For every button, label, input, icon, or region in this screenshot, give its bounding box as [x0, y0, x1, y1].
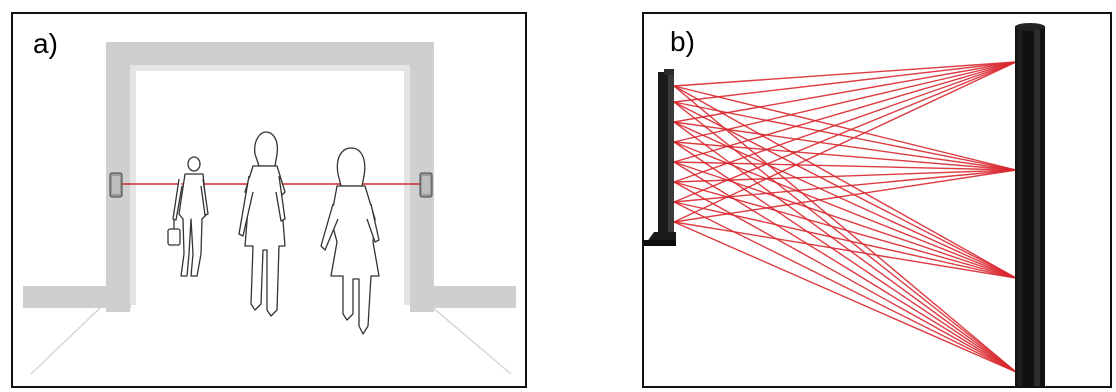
- light-beam: [673, 201, 1017, 279]
- light-beam: [673, 61, 1017, 87]
- walking-woman-coat-icon: [238, 131, 286, 317]
- side-wall-right: [421, 286, 516, 308]
- light-beam: [673, 61, 1017, 223]
- light-beam: [673, 61, 1017, 123]
- right-post-icon: [1015, 23, 1045, 386]
- doorway-illustration: [23, 42, 516, 375]
- light-beam: [673, 221, 1017, 373]
- left-post-icon: [644, 69, 676, 246]
- light-beam: [673, 101, 1017, 279]
- light-beams-group: [673, 61, 1017, 373]
- light-beam: [673, 121, 1017, 279]
- walking-woman-skirt-icon: [320, 147, 380, 335]
- light-beam: [673, 169, 1017, 183]
- light-beam: [673, 221, 1017, 279]
- light-beam: [673, 61, 1017, 143]
- panel-b: b): [642, 12, 1112, 388]
- light-beam: [673, 61, 1017, 163]
- light-beam: [673, 161, 1017, 279]
- light-beam: [673, 61, 1017, 103]
- crossing-beams-illustration: [644, 23, 1045, 386]
- panel-a-label: a): [33, 28, 58, 59]
- light-beam: [673, 169, 1017, 203]
- panel-a: a): [11, 12, 527, 388]
- light-beam: [673, 141, 1017, 279]
- light-beam: [673, 161, 1017, 171]
- light-beam: [673, 85, 1017, 373]
- light-beam: [673, 169, 1017, 223]
- panel-b-label: b): [670, 26, 695, 57]
- light-beam: [673, 85, 1017, 171]
- light-beam: [673, 85, 1017, 279]
- light-beam: [673, 101, 1017, 171]
- light-beam: [673, 61, 1017, 183]
- light-beam: [673, 121, 1017, 171]
- door-frame-inner-shade: [130, 65, 410, 71]
- walking-man-icon: [167, 156, 209, 277]
- door-frame-top: [106, 42, 434, 65]
- light-beam: [673, 61, 1017, 203]
- light-beam: [673, 141, 1017, 171]
- side-wall-left: [23, 286, 131, 308]
- light-beam: [673, 201, 1017, 373]
- light-beam: [673, 181, 1017, 279]
